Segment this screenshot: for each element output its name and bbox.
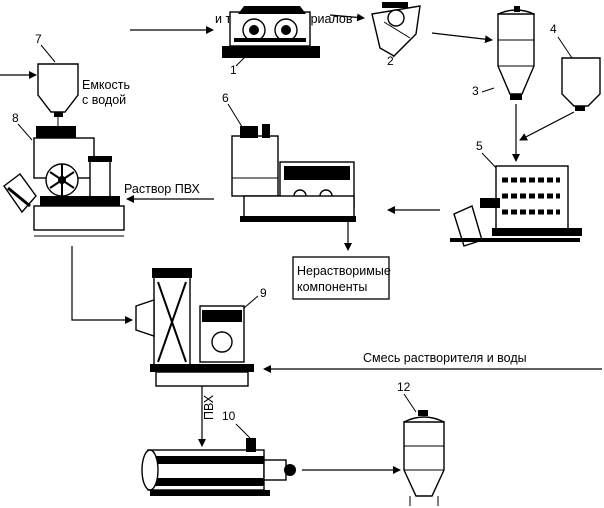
mixer-8	[3, 126, 125, 237]
insoluble-components-box	[292, 256, 390, 300]
number-4: 4	[550, 22, 557, 36]
insoluble-label-2: компоненты	[297, 280, 367, 294]
insoluble-label-1: Нерастворимые	[297, 264, 391, 278]
number-12: 12	[397, 380, 411, 394]
number-7: 7	[35, 32, 42, 46]
pvc-vertical-label: ПВХ	[202, 394, 216, 420]
number-1: 1	[230, 63, 237, 77]
number-5: 5	[476, 139, 483, 153]
hopper-2	[371, 2, 421, 57]
number-9: 9	[260, 286, 267, 300]
flow-arrows	[0, 13, 602, 474]
number-8: 8	[12, 111, 19, 125]
water-tank-label-2: с водой	[82, 93, 126, 107]
water-tank-7	[37, 63, 79, 130]
machine-1	[222, 6, 320, 58]
centrifuge-9	[135, 268, 254, 387]
number-3: 3	[472, 84, 479, 98]
solvent-water-mix-label: Смесь растворителя и воды	[363, 351, 527, 365]
dryer-drum-10	[141, 438, 296, 496]
filter-6	[231, 124, 356, 222]
pvc-solution-label: Раствор ПВХ	[124, 182, 200, 196]
dissolver-5	[450, 165, 582, 247]
silo-12	[403, 410, 445, 506]
number-2: 2	[387, 54, 394, 68]
tank-4	[561, 57, 601, 111]
water-tank-label-1: Емкость	[82, 78, 130, 92]
silo-3	[497, 6, 535, 100]
number-10: 10	[222, 409, 236, 423]
number-6: 6	[222, 91, 229, 105]
